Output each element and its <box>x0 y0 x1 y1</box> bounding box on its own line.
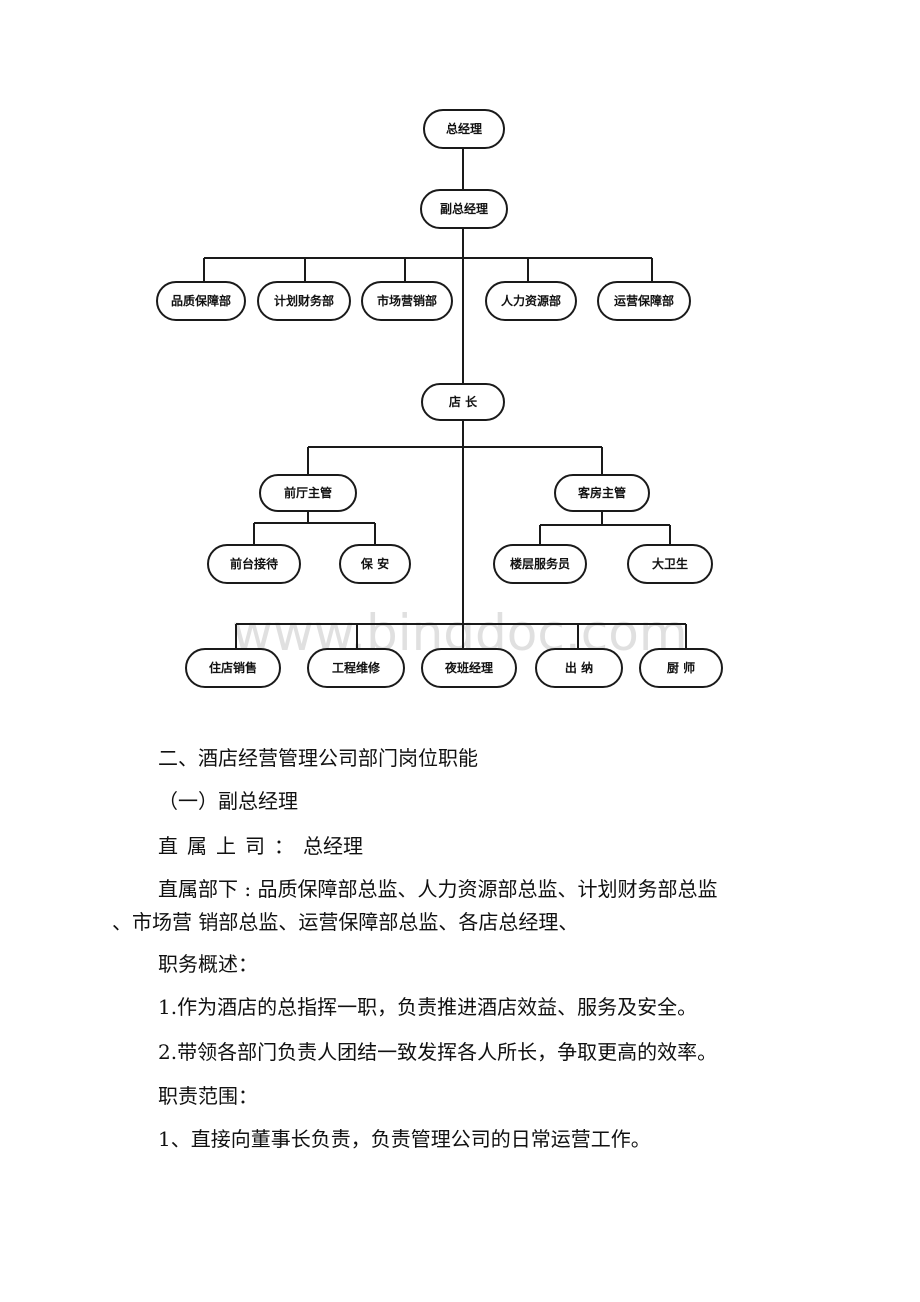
svg-text:保 安: 保 安 <box>360 556 389 571</box>
svg-text:厨 师: 厨 师 <box>667 660 695 675</box>
section-heading: 二、酒店经营管理公司部门岗位职能 <box>158 746 478 770</box>
svg-text:店 长: 店 长 <box>449 394 478 409</box>
node-kitchen: 厨 师 <box>639 648 723 688</box>
svg-text:市场营销部: 市场营销部 <box>377 293 437 308</box>
svg-text:副总经理: 副总经理 <box>440 201 488 216</box>
node-dept-hr: 人力资源部 <box>485 281 577 321</box>
svg-text:客房主管: 客房主管 <box>577 485 626 500</box>
node-store-manager: 店 长 <box>421 383 505 421</box>
responsibility-heading: 职责范围： <box>158 1084 258 1108</box>
node-security: 保 安 <box>339 544 411 584</box>
svg-text:人力资源部: 人力资源部 <box>501 293 561 308</box>
org-chart: www.bingdoc.com <box>156 109 723 688</box>
node-dept-marketing: 市场营销部 <box>361 281 453 321</box>
node-floor-attendant: 楼层服务员 <box>493 544 587 584</box>
node-vgm: 副总经理 <box>420 189 508 229</box>
svg-text:夜班经理: 夜班经理 <box>444 660 493 675</box>
node-night-manager: 夜班经理 <box>421 648 517 688</box>
node-dept-finance: 计划财务部 <box>257 281 351 321</box>
subsection-heading: （一）副总经理 <box>158 789 298 813</box>
node-room-supervisor: 客房主管 <box>554 474 650 512</box>
node-cleaning: 大卫生 <box>627 544 713 584</box>
svg-text:住店销售: 住店销售 <box>209 660 257 675</box>
node-cashier: 出 纳 <box>535 648 623 688</box>
direct-subordinates-line-1: 直属部下 : 品质保障部总监、人力资源部总监、计划财务部总监 <box>158 877 718 901</box>
node-store-sales: 住店销售 <box>185 648 281 688</box>
node-dept-ops: 运营保障部 <box>597 281 691 321</box>
direct-superior-label: 直属上司： <box>158 834 303 858</box>
direct-subordinates-line-2: 、市场营 销部总监、运营保障部总监、各店总经理、 <box>112 910 579 934</box>
node-front-reception: 前台接待 <box>207 544 301 584</box>
org-chart-connectors <box>203 148 687 649</box>
job-overview-item: 2.带领各部门负责人团结一致发挥各人所长，争取更高的效率。 <box>158 1040 718 1064</box>
node-dept-quality: 品质保障部 <box>156 281 246 321</box>
svg-text:品质保障部: 品质保障部 <box>171 293 231 308</box>
node-maintenance: 工程维修 <box>307 648 405 688</box>
svg-text:运营保障部: 运营保障部 <box>614 293 674 308</box>
svg-text:出 纳: 出 纳 <box>565 660 593 675</box>
direct-superior-line: 直属上司：总经理 <box>158 834 363 858</box>
job-overview-heading: 职务概述： <box>158 952 258 976</box>
direct-superior-value: 总经理 <box>303 834 363 858</box>
svg-text:计划财务部: 计划财务部 <box>274 293 334 308</box>
svg-text:总经理: 总经理 <box>446 121 482 136</box>
svg-text:前台接待: 前台接待 <box>230 556 278 571</box>
responsibility-item: 1、直接向董事长负责，负责管理公司的日常运营工作。 <box>158 1127 651 1151</box>
node-gm: 总经理 <box>423 109 505 149</box>
node-front-supervisor: 前厅主管 <box>259 474 357 512</box>
job-overview-item: 1.作为酒店的总指挥一职，负责推进酒店效益、服务及安全。 <box>158 995 698 1019</box>
svg-text:前厅主管: 前厅主管 <box>284 485 332 500</box>
svg-text:工程维修: 工程维修 <box>332 660 381 675</box>
svg-text:大卫生: 大卫生 <box>652 556 688 571</box>
svg-text:楼层服务员: 楼层服务员 <box>510 556 570 571</box>
